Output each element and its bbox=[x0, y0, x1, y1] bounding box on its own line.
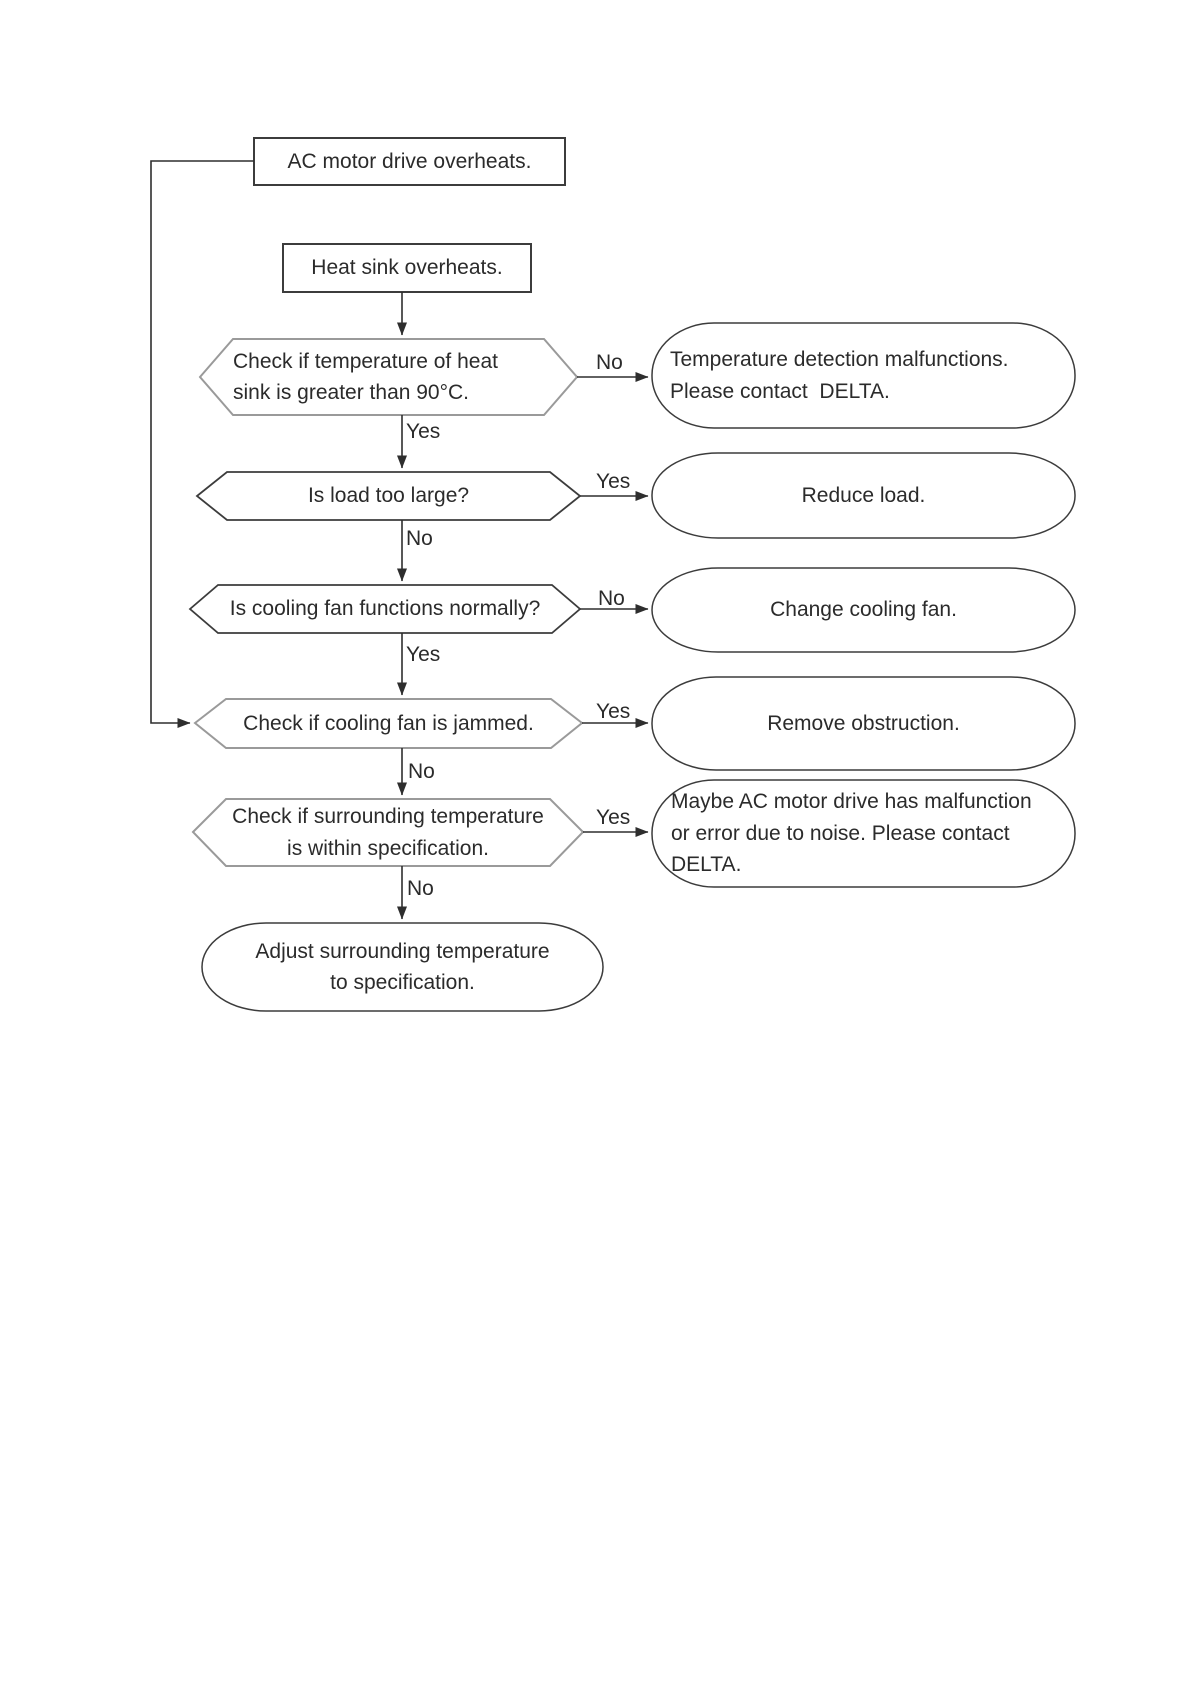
node-shape-temp-malfunction bbox=[651, 322, 1076, 429]
node-shape-reduce-load bbox=[651, 452, 1076, 539]
node-shape-change-fan bbox=[651, 567, 1076, 653]
node-shape-check-temp bbox=[198, 338, 579, 416]
node-shape-remove-obstruction bbox=[651, 676, 1076, 771]
node-shape-fan-normal bbox=[188, 584, 582, 634]
node-shape-adjust-temp bbox=[201, 922, 604, 1012]
edge-start-to-fan-jammed bbox=[150, 160, 254, 728]
node-shape-fan-jammed bbox=[193, 698, 584, 749]
node-shape-surrounding-temp bbox=[191, 798, 585, 867]
node-shape-load-too-large bbox=[195, 471, 582, 521]
node-shape-heat-sink bbox=[282, 243, 532, 293]
node-shape-noise-malfunction bbox=[651, 779, 1076, 888]
node-shape-start bbox=[253, 137, 566, 186]
